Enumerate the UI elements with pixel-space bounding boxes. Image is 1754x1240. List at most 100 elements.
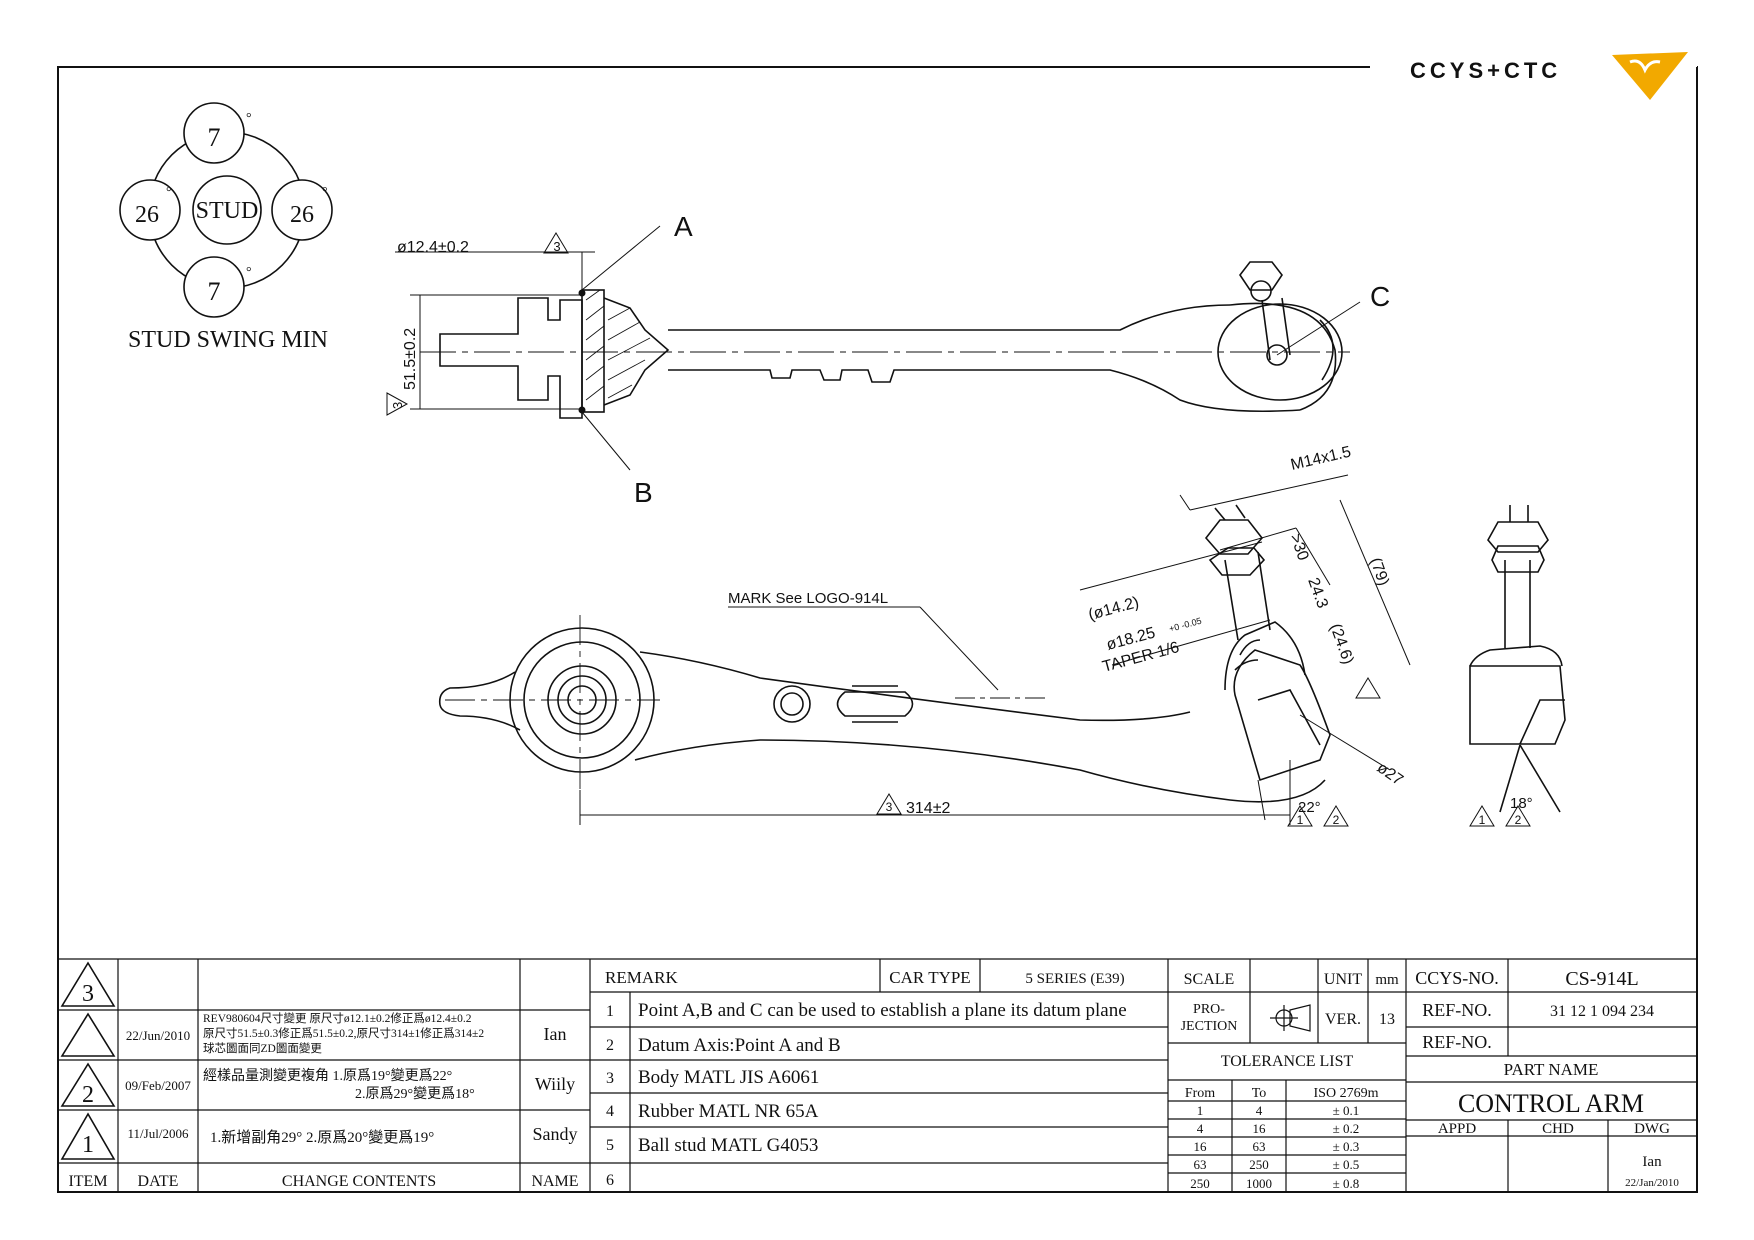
tol-header: ISO 2769m — [1314, 1086, 1379, 1101]
remark-no: 6 — [606, 1172, 614, 1189]
mark-note: MARK See LOGO-914L — [728, 590, 888, 607]
ref-no-value: 31 12 1 094 234 — [1550, 1003, 1654, 1020]
rev-change-line: 球芯圖面同ZD圖面變更 — [203, 1041, 322, 1055]
rev-name: Ian — [544, 1024, 567, 1044]
datum-triangle-label: 1 — [1297, 813, 1304, 827]
remark-text: Datum Axis:Point A and B — [638, 1035, 841, 1056]
remark-no: 4 — [606, 1103, 614, 1120]
remark-text: Body MATL JIS A6061 — [638, 1067, 819, 1088]
ball-diameter-dim: ø27 — [1374, 759, 1406, 789]
tol-value: ± 0.1 — [1333, 1103, 1360, 1118]
tolerance-title: TOLERANCE LIST — [1221, 1053, 1354, 1070]
swing-left-value: 26 — [135, 202, 159, 228]
rev-date: 09/Feb/2007 — [125, 1078, 191, 1093]
tol-to: 4 — [1256, 1103, 1263, 1118]
tol-header: To — [1252, 1086, 1267, 1101]
ccys-no-value: CS-914L — [1565, 968, 1638, 990]
tol-to: 63 — [1253, 1139, 1266, 1154]
angle-18-dim: 18° — [1510, 795, 1533, 812]
chd-label: CHD — [1542, 1121, 1574, 1137]
angle-22-dim: 22° — [1298, 799, 1321, 816]
top-diameter-dim: ø12.4±0.2 — [397, 239, 469, 256]
part-name-label: PART NAME — [1504, 1060, 1599, 1079]
logo-text: CCYS+CTC — [1410, 58, 1561, 83]
taper-height-dim: (24.6) — [1326, 622, 1356, 667]
rev-name: Sandy — [533, 1124, 578, 1144]
tol-value: ± 0.5 — [1333, 1157, 1360, 1172]
drawn-by: Ian — [1642, 1154, 1662, 1170]
car-type-value: 5 SERIES (E39) — [1025, 971, 1124, 987]
unit-value: mm — [1375, 972, 1399, 988]
tol-from: 63 — [1194, 1157, 1207, 1172]
top-view-drawing — [439, 261, 1343, 419]
ref-no-label: REF-NO. — [1422, 1000, 1492, 1020]
rev-change-line: REV980604尺寸變更 原尺寸ø12.1±0.2修正爲ø12.4±0.2 — [203, 1011, 472, 1025]
rev-change-line: 經樣品量測變更複角 1.原爲19°變更爲22° — [203, 1067, 452, 1084]
point-b-label: B — [634, 477, 653, 508]
rev-name: Wiily — [535, 1074, 575, 1094]
scale-label: SCALE — [1184, 971, 1235, 988]
tol-from: 250 — [1190, 1176, 1210, 1191]
stud-swing-diagram — [119, 102, 333, 318]
rev-change-line: 原尺寸51.5±0.3修正爲51.5±0.2,原尺寸314±1修正爲314±2 — [203, 1026, 484, 1040]
tol-from: 1 — [1197, 1103, 1204, 1118]
deg-mark: ° — [166, 185, 172, 200]
projection-label: JECTION — [1181, 1019, 1238, 1034]
appd-label: APPD — [1438, 1121, 1477, 1137]
tol-value: ± 0.2 — [1333, 1121, 1360, 1136]
remark-text: Point A,B and C can be used to establish… — [638, 1000, 1127, 1021]
ver-value: 13 — [1379, 1011, 1395, 1028]
tol-to: 16 — [1253, 1121, 1267, 1136]
thread-dim: M14x1.5 — [1289, 444, 1353, 474]
remark-text: Rubber MATL NR 65A — [638, 1101, 819, 1122]
point-c-label: C — [1370, 281, 1390, 312]
swing-bottom-value: 7 — [208, 277, 221, 306]
tol-from: 16 — [1194, 1139, 1208, 1154]
rev-change-line: 2.原爲29°變更爲18° — [355, 1086, 475, 1102]
rev-header-item: ITEM — [68, 1173, 107, 1190]
tol-value: ± 0.3 — [1333, 1139, 1360, 1154]
rev-header-change: CHANGE CONTENTS — [282, 1173, 436, 1190]
ref-no-2-label: REF-NO. — [1422, 1032, 1492, 1052]
rev-item: 1 — [82, 1132, 94, 1158]
deg-mark: ° — [246, 265, 252, 280]
rev-item: 3 — [82, 981, 94, 1007]
tol-from: 4 — [1197, 1121, 1204, 1136]
projection-label: PRO- — [1193, 1002, 1225, 1017]
drawn-date: 22/Jan/2010 — [1625, 1177, 1679, 1189]
rev-date: 11/Jul/2006 — [128, 1126, 189, 1141]
taper-length-dim: 24.3 — [1304, 576, 1331, 611]
front-view-drawing — [438, 504, 1331, 803]
stud-length-dim: >30 — [1286, 532, 1311, 563]
tol-header: From — [1185, 1086, 1215, 1101]
ball-joint-side-view — [1469, 505, 1566, 813]
part-name-value: CONTROL ARM — [1458, 1089, 1644, 1118]
tol-to: 250 — [1249, 1157, 1269, 1172]
top-width-dim: 51.5±0.2 — [402, 328, 419, 390]
overall-length-dim: 314±2 — [906, 800, 950, 817]
datum-triangle-label: 2 — [1515, 813, 1522, 827]
datum-triangle-label: 3 — [886, 800, 893, 814]
ccys-ctc-logo: CCYS+CTC — [1410, 52, 1688, 100]
tol-value: ± 0.8 — [1333, 1176, 1360, 1191]
ver-label: VER. — [1325, 1011, 1361, 1028]
remark-no: 1 — [606, 1003, 614, 1020]
rev-item: 2 — [82, 1082, 94, 1108]
remark-no: 5 — [606, 1137, 614, 1154]
datum-triangle-label: 3 — [553, 239, 560, 254]
rev-header-name: NAME — [531, 1173, 578, 1190]
unit-label: UNIT — [1324, 971, 1362, 988]
point-a-label: A — [674, 211, 693, 242]
datum-triangle-label: 3 — [390, 402, 405, 409]
taper-tolerance: +0 -0.05 — [1168, 616, 1203, 634]
tol-to: 1000 — [1246, 1176, 1272, 1191]
logo-mark-icon — [1612, 52, 1688, 100]
ccys-no-label: CCYS-NO. — [1415, 968, 1499, 988]
swing-right-value: 26 — [290, 202, 314, 228]
title-block-grid — [58, 958, 1697, 1192]
total-height-dim: (79) — [1366, 556, 1392, 589]
swing-caption: STUD SWING MIN — [128, 327, 328, 353]
datum-triangle-label: 1 — [1479, 813, 1486, 827]
remark-no: 3 — [606, 1070, 614, 1087]
